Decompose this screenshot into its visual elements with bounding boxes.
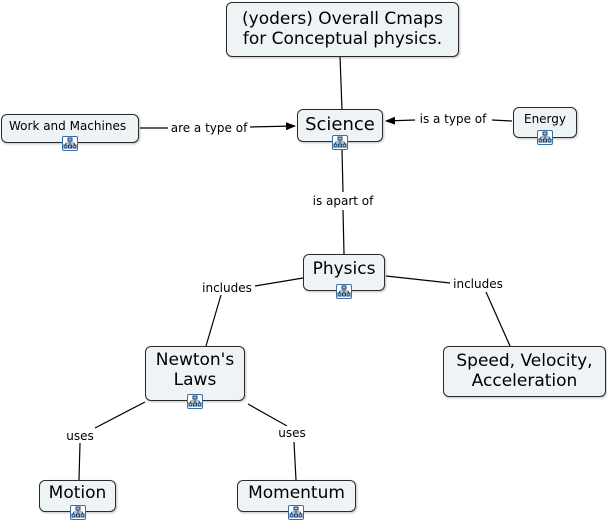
edge-science-to-label: [341, 149, 344, 193]
linking-phrase-uses-right[interactable]: uses: [276, 426, 308, 440]
linking-phrase-is-apart-of[interactable]: is apart of: [310, 194, 376, 208]
sitemap-icon[interactable]: [537, 130, 553, 145]
edge-uses-left-to-motion: [78, 442, 81, 481]
edge-energy-to-label: [491, 119, 513, 122]
newtons-laws-concept-label: Newton's Laws: [155, 350, 235, 390]
physics-concept-label: Physics: [312, 259, 376, 279]
sitemap-icon[interactable]: [332, 135, 348, 150]
motion-concept-label: Motion: [48, 483, 107, 503]
title-concept[interactable]: (yoders) Overall Cmaps for Conceptual ph…: [226, 2, 459, 57]
edge-includes-left-to-newton: [205, 294, 222, 347]
title-concept-label: (yoders) Overall Cmaps for Conceptual ph…: [242, 8, 443, 49]
sitemap-icon[interactable]: [62, 136, 78, 151]
sitemap-icon[interactable]: [288, 505, 304, 520]
work-machines-concept-label: Work and Machines: [9, 119, 127, 133]
momentum-concept-label: Momentum: [248, 483, 345, 503]
edge-includes-right-to-speed: [485, 291, 511, 347]
edge-title-science: [339, 55, 343, 111]
edge-newton-to-uses-right: [247, 403, 288, 427]
newtons-laws-concept[interactable]: Newton's Laws: [145, 346, 245, 401]
edge-physics-to-includes-right: [385, 275, 451, 284]
physics-concept[interactable]: Physics: [303, 254, 385, 291]
sitemap-icon[interactable]: [336, 284, 352, 299]
linking-phrase-includes-left[interactable]: includes: [200, 281, 254, 295]
edge-uses-right-to-momentum: [293, 441, 297, 481]
edge-label-to-physics: [342, 209, 345, 255]
sitemap-icon[interactable]: [70, 505, 86, 520]
edge-label-to-science: [249, 122, 296, 131]
edge-newton-to-uses-left: [94, 401, 146, 429]
edge-physics-to-includes-left: [254, 277, 304, 287]
linking-phrase-includes-right[interactable]: includes: [451, 277, 505, 291]
speed-velocity-acceleration-concept[interactable]: Speed, Velocity, Acceleration: [443, 346, 606, 397]
energy-concept-label: Energy: [523, 112, 566, 126]
edge-label-to-science-2: [385, 116, 416, 125]
science-concept-label: Science: [305, 114, 375, 136]
linking-phrase-are-a-type-of[interactable]: are a type of: [168, 121, 250, 135]
linking-phrase-uses-left[interactable]: uses: [64, 429, 96, 443]
speed-velocity-acceleration-concept-label: Speed, Velocity, Acceleration: [456, 350, 593, 391]
sitemap-icon[interactable]: [187, 394, 203, 409]
motion-concept[interactable]: Motion: [39, 480, 116, 512]
linking-phrase-is-a-type-of[interactable]: is a type of: [417, 112, 489, 126]
